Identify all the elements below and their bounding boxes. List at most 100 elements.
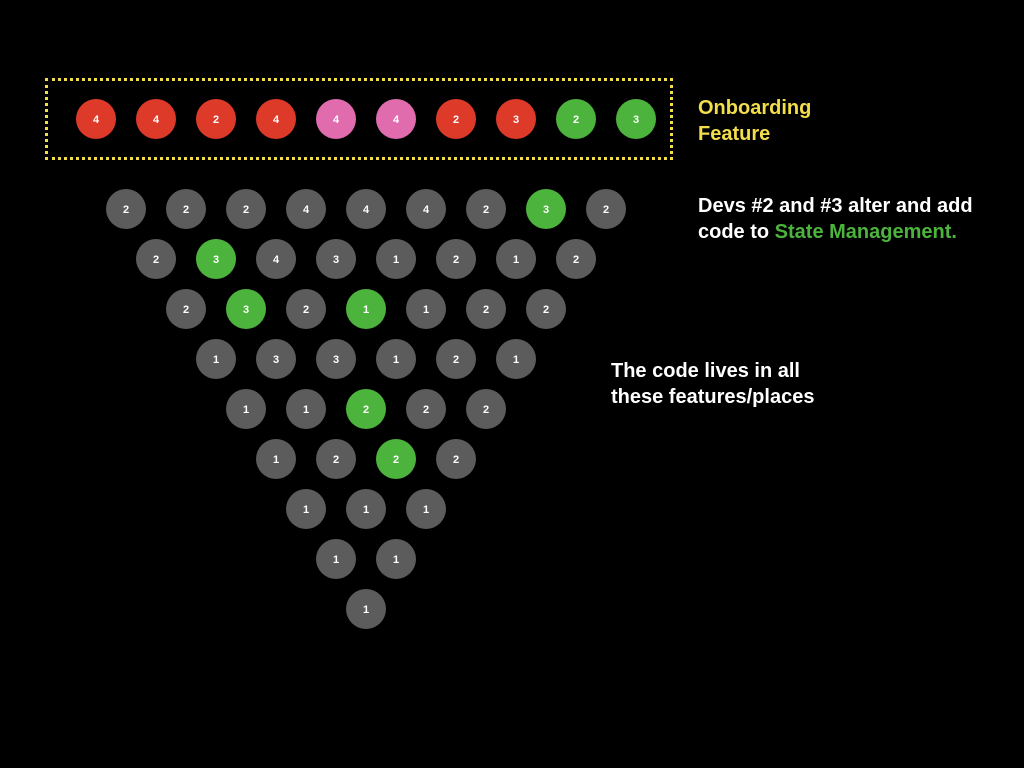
pyramid-node-circle — [436, 239, 476, 279]
pyramid-node-label: 2 — [453, 354, 459, 366]
pyramid-node-label: 1 — [303, 504, 309, 516]
pyramid-node-circle — [286, 489, 326, 529]
pyramid-node-label: 4 — [363, 204, 370, 216]
pyramid-node: 2 — [436, 339, 476, 379]
devs-caption: Devs #2 and #3 alter and add code to Sta… — [698, 193, 973, 245]
feature-node-circle — [616, 99, 656, 139]
pyramid-node: 1 — [346, 589, 386, 629]
pyramid-node-label: 1 — [363, 604, 369, 616]
pyramid-node-circle — [466, 189, 506, 229]
pyramid-node-label: 2 — [183, 304, 189, 316]
feature-node-label: 4 — [333, 114, 340, 126]
pyramid-node: 2 — [166, 189, 206, 229]
pyramid-node-label: 2 — [453, 254, 459, 266]
pyramid-node: 2 — [436, 439, 476, 479]
pyramid-node-circle — [346, 189, 386, 229]
pyramid-node-circle — [316, 239, 356, 279]
feature-node-circle — [136, 99, 176, 139]
pyramid-node: 2 — [526, 289, 566, 329]
pyramid-node-circle — [286, 389, 326, 429]
pyramid-node-circle — [376, 439, 416, 479]
feature-node-label: 4 — [273, 114, 280, 126]
pyramid-node-label: 2 — [153, 254, 159, 266]
pyramid-node-label: 1 — [513, 254, 519, 266]
pyramid-node-circle — [436, 439, 476, 479]
pyramid-node: 2 — [136, 239, 176, 279]
feature-node: 2 — [436, 99, 476, 139]
pyramid-node-circle — [196, 339, 236, 379]
feature-node-label: 2 — [573, 114, 579, 126]
pyramid-node: 1 — [346, 489, 386, 529]
pyramid-node-circle — [586, 189, 626, 229]
pyramid-node-circle — [406, 389, 446, 429]
pyramid-node: 4 — [406, 189, 446, 229]
pyramid-node: 2 — [466, 389, 506, 429]
pyramid-node-label: 2 — [483, 204, 489, 216]
feature-node: 4 — [376, 99, 416, 139]
pyramid-node-circle — [106, 189, 146, 229]
pyramid-node: 1 — [286, 489, 326, 529]
pyramid-node-label: 1 — [423, 304, 429, 316]
feature-node-circle — [436, 99, 476, 139]
pyramid-node-circle — [496, 239, 536, 279]
feature-node: 2 — [556, 99, 596, 139]
pyramid-node: 1 — [286, 389, 326, 429]
pyramid-node-label: 1 — [393, 354, 399, 366]
pyramid-node-label: 2 — [483, 404, 489, 416]
pyramid-node-label: 2 — [243, 204, 249, 216]
pyramid-node-label: 1 — [303, 404, 309, 416]
pyramid-node-label: 2 — [573, 254, 579, 266]
pyramid-node-label: 2 — [333, 454, 339, 466]
feature-node: 4 — [316, 99, 356, 139]
pyramid-node: 3 — [256, 339, 296, 379]
pyramid-node-label: 3 — [333, 354, 339, 366]
pyramid-node-label: 3 — [273, 354, 279, 366]
feature-node-circle — [196, 99, 236, 139]
pyramid-node: 1 — [496, 339, 536, 379]
pyramid-node-label: 2 — [453, 454, 459, 466]
pyramid-node-circle — [526, 289, 566, 329]
pyramid-node-label: 1 — [333, 554, 339, 566]
pyramid-node-label: 2 — [603, 204, 609, 216]
pyramid-node-circle — [376, 339, 416, 379]
pyramid-node: 2 — [466, 189, 506, 229]
feature-node-label: 4 — [393, 114, 400, 126]
pyramid-node-label: 1 — [363, 304, 369, 316]
pyramid-node-circle — [466, 389, 506, 429]
pyramid-node-circle — [256, 439, 296, 479]
pyramid-node: 1 — [406, 489, 446, 529]
pyramid-node-circle — [346, 389, 386, 429]
feature-node-circle — [376, 99, 416, 139]
feature-node-circle — [496, 99, 536, 139]
feature-node-label: 4 — [153, 114, 160, 126]
pyramid-node-circle — [346, 589, 386, 629]
pyramid-node-circle — [316, 339, 356, 379]
feature-node-label: 3 — [513, 114, 519, 126]
feature-node: 3 — [496, 99, 536, 139]
pyramid-node: 1 — [496, 239, 536, 279]
pyramid-node-circle — [256, 339, 296, 379]
pyramid-node-circle — [406, 189, 446, 229]
pyramid-node-circle — [466, 289, 506, 329]
pyramid-node-circle — [406, 289, 446, 329]
feature-node: 2 — [196, 99, 236, 139]
pyramid-node-label: 1 — [393, 254, 399, 266]
pyramid-node-label: 2 — [393, 454, 399, 466]
pyramid-node: 1 — [376, 339, 416, 379]
pyramid-node-circle — [226, 289, 266, 329]
pyramid-node: 2 — [436, 239, 476, 279]
pyramid-node-label: 4 — [303, 204, 310, 216]
feature-node-label: 2 — [453, 114, 459, 126]
pyramid-node-label: 1 — [363, 504, 369, 516]
pyramid-node: 2 — [466, 289, 506, 329]
pyramid-node-label: 1 — [513, 354, 519, 366]
pyramid-node: 1 — [256, 439, 296, 479]
pyramid-node-label: 4 — [273, 254, 280, 266]
pyramid-node: 1 — [316, 539, 356, 579]
devs-caption-prefix: Devs #2 and #3 alter and add code to — [698, 195, 973, 243]
pyramid-node-circle — [286, 189, 326, 229]
pyramid-node: 1 — [226, 389, 266, 429]
pyramid-node-circle — [166, 189, 206, 229]
state-management-highlight: State Management. — [774, 221, 957, 243]
pyramid-node-circle — [316, 439, 356, 479]
